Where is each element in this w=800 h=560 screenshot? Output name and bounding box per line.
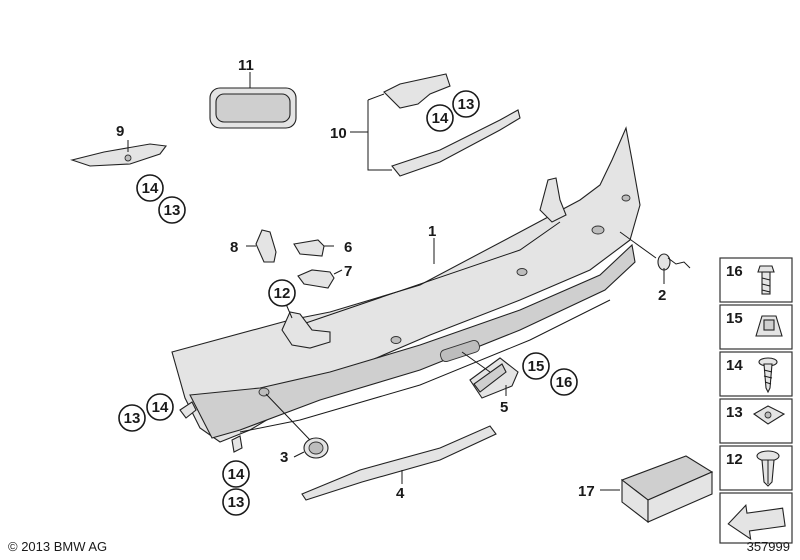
legend-num-13: 13 (726, 404, 743, 421)
legend-num-14: 14 (726, 357, 743, 374)
legend-num-12: 12 (726, 451, 743, 468)
circled-label-15: 15 (522, 352, 550, 380)
svg-text:16: 16 (556, 374, 573, 391)
legend-num-15: 15 (726, 310, 743, 327)
copyright-text: © 2013 BMW AG (8, 539, 108, 554)
bracket-5-part[interactable] (461, 351, 519, 399)
svg-text:14: 14 (152, 399, 169, 416)
svg-text:14: 14 (432, 110, 449, 127)
label-part-3: 3 (280, 449, 288, 466)
kit-box-part[interactable] (620, 455, 714, 524)
clip-nut-icon (755, 315, 783, 337)
circled-label-14-b: 14 (136, 174, 164, 202)
side-bracket-9-part[interactable] (70, 143, 168, 167)
circled-label-14-a: 14 (426, 104, 454, 132)
label-part-5: 5 (500, 399, 508, 416)
label-part-6: 6 (344, 239, 352, 256)
label-part-2: 2 (658, 287, 666, 304)
speed-nut-icon (752, 405, 786, 425)
label-part-10: 10 (330, 125, 347, 142)
expanding-rivet-icon (756, 450, 780, 487)
circled-label-12: 12 (268, 279, 296, 307)
svg-text:14: 14 (142, 180, 159, 197)
bolt-icon (757, 265, 775, 295)
hardware-legend: 16 15 14 13 12 (719, 257, 793, 544)
clip-6-part[interactable] (293, 239, 325, 257)
label-part-4: 4 (396, 485, 405, 502)
bracket-8-part[interactable] (255, 229, 277, 263)
svg-text:13: 13 (458, 96, 475, 113)
legend-num-16: 16 (726, 263, 743, 280)
rear-bumper-part[interactable] (171, 126, 641, 453)
circled-label-13-a: 13 (452, 90, 480, 118)
arrow-icon (727, 504, 786, 541)
label-part-11: 11 (238, 57, 254, 74)
bracket-10-part[interactable] (350, 73, 521, 177)
svg-text:13: 13 (228, 494, 245, 511)
circled-label-14-c: 14 (146, 393, 174, 421)
clip-7-part[interactable] (297, 269, 335, 289)
diagram-id-text: 357999 (746, 539, 790, 554)
circled-label-13-c: 13 (118, 404, 146, 432)
circled-label-13-d: 13 (222, 488, 250, 516)
leader-lines (127, 72, 665, 491)
label-part-1: 1 (428, 223, 436, 240)
label-part-9: 9 (116, 123, 124, 140)
svg-text:13: 13 (124, 410, 141, 427)
label-part-7: 7 (344, 263, 352, 280)
circled-label-16: 16 (550, 368, 578, 396)
svg-text:13: 13 (164, 202, 181, 219)
pdc-sensor-bumper-part[interactable] (265, 393, 329, 459)
circled-label-14-d: 14 (222, 460, 250, 488)
screw-icon (758, 357, 778, 394)
svg-text:15: 15 (528, 358, 545, 375)
svg-text:12: 12 (274, 285, 291, 302)
trim-strip-part[interactable] (301, 425, 497, 501)
cover-11-part[interactable] (209, 87, 297, 129)
svg-text:14: 14 (228, 466, 245, 483)
label-part-17: 17 (578, 483, 595, 500)
label-part-8: 8 (230, 239, 238, 256)
circled-label-13-b: 13 (158, 196, 186, 224)
